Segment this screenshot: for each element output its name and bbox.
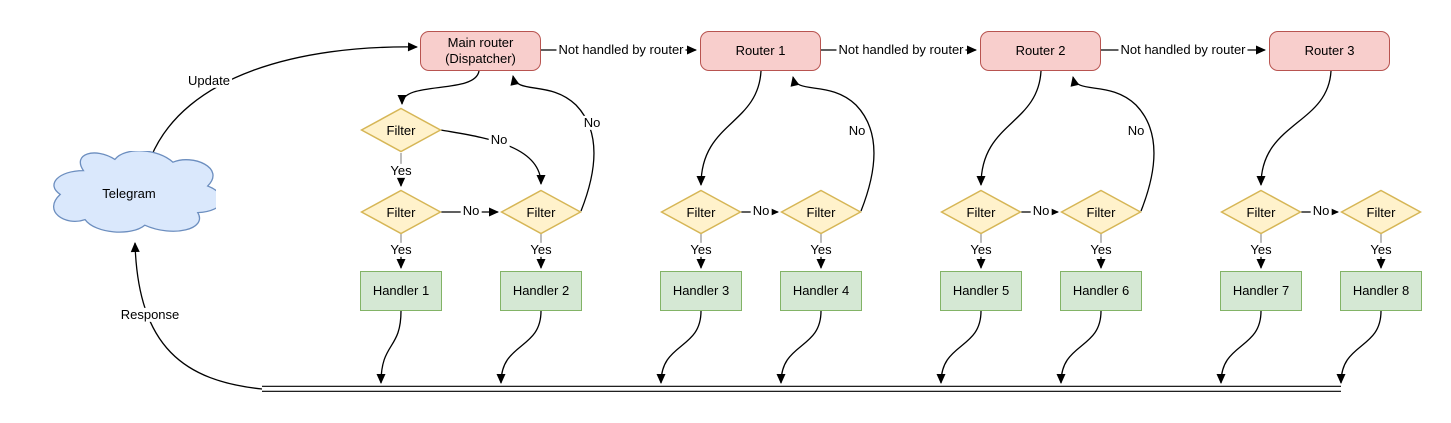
handler-8-box: Handler 8: [1340, 271, 1422, 311]
handler-4-box: Handler 4: [780, 271, 862, 311]
filter-diamond-8: Filter: [1340, 189, 1422, 235]
filter-diamond-4: Filter: [780, 189, 862, 235]
yes-label: Yes: [688, 241, 714, 258]
filter-diamond-6: Filter: [1060, 189, 1142, 235]
filter-label: Filter: [1086, 204, 1116, 220]
filter-label: Filter: [966, 204, 996, 220]
no-label: No: [460, 202, 482, 219]
router-3-label: Router 3: [1304, 42, 1355, 58]
handler-5-box: Handler 5: [940, 271, 1022, 311]
yes-label: Yes: [528, 241, 554, 258]
main-router-label: Main router (Dispatcher): [445, 34, 516, 66]
diamond-shape: [1060, 189, 1142, 235]
telegram-cloud: Telegram: [42, 151, 216, 235]
handler-3-label: Handler 3: [672, 282, 730, 298]
yes-label: Yes: [1088, 241, 1114, 258]
main-router-box: Main router (Dispatcher): [420, 31, 541, 71]
diamond-shape: [360, 189, 442, 235]
filter-diamond-2: Filter: [500, 189, 582, 235]
edge-router1-to-filter: [696, 70, 762, 186]
diamond-shape: [940, 189, 1022, 235]
router-1-box: Router 1: [700, 31, 821, 71]
no-label: No: [1030, 202, 1052, 219]
edge-handler8-to-bus: [1336, 310, 1382, 384]
not-handled-label: Not handled by router: [1118, 41, 1248, 58]
cloud-shape: [42, 151, 216, 235]
filter-label: Filter: [386, 204, 416, 220]
edge-handler4-to-bus: [776, 310, 822, 384]
yes-label: Yes: [388, 241, 414, 258]
handler-7-box: Handler 7: [1220, 271, 1302, 311]
filter-diamond-3: Filter: [660, 189, 742, 235]
handler-4-label: Handler 4: [792, 282, 850, 298]
filter-label: Filter: [1246, 204, 1276, 220]
diamond-shape: [500, 189, 582, 235]
handler-1-box: Handler 1: [360, 271, 442, 311]
update-label: Update: [186, 72, 232, 89]
handler-1-label: Handler 1: [372, 282, 430, 298]
handler-7-label: Handler 7: [1232, 282, 1290, 298]
router-3-box: Router 3: [1269, 31, 1390, 71]
no-label: No: [1125, 122, 1147, 139]
filter-label: Filter: [806, 204, 836, 220]
yes-label: Yes: [808, 241, 834, 258]
handler-8-label: Handler 8: [1352, 282, 1410, 298]
edge-update: [150, 42, 418, 158]
edge-dispatcher-to-filter: [397, 70, 480, 105]
edge-response: [130, 242, 263, 390]
filter-label: Filter: [686, 204, 716, 220]
handler-6-label: Handler 6: [1072, 282, 1130, 298]
filter-diamond-7: Filter: [1220, 189, 1302, 235]
telegram-cloud-label: Telegram: [102, 185, 156, 201]
edge-handler7-to-bus: [1216, 310, 1262, 384]
diamond-shape: [1220, 189, 1302, 235]
edge-handler3-to-bus: [656, 310, 702, 384]
diamond-shape: [1340, 189, 1422, 235]
handler-2-box: Handler 2: [500, 271, 582, 311]
no-label: No: [846, 122, 868, 139]
edge-handler2-to-bus: [496, 310, 542, 384]
edge-router3-to-filter: [1256, 70, 1332, 186]
not-handled-label: Not handled by router: [556, 41, 686, 58]
yes-label: Yes: [388, 162, 414, 179]
filter-label: Filter: [386, 122, 416, 138]
yes-label: Yes: [1248, 241, 1274, 258]
router-1-label: Router 1: [735, 42, 786, 58]
edge-return-router2: [1070, 76, 1155, 212]
edge-handler5-to-bus: [936, 310, 982, 384]
handler-6-box: Handler 6: [1060, 271, 1142, 311]
response-label: Response: [118, 306, 182, 323]
diamond-shape: [360, 107, 442, 153]
filter-diamond-1: Filter: [360, 189, 442, 235]
filter-label: Filter: [526, 204, 556, 220]
no-label: No: [750, 202, 772, 219]
edge-handler6-to-bus: [1056, 310, 1102, 384]
not-handled-label: Not handled by router: [836, 41, 966, 58]
no-label: No: [1310, 202, 1332, 219]
no-label: No: [581, 114, 603, 131]
filter-label: Filter: [1366, 204, 1396, 220]
diamond-shape: [780, 189, 862, 235]
router-2-box: Router 2: [980, 31, 1101, 71]
router-2-label: Router 2: [1015, 42, 1066, 58]
yes-label: Yes: [1368, 241, 1394, 258]
filter-diamond-5: Filter: [940, 189, 1022, 235]
handler-3-box: Handler 3: [660, 271, 742, 311]
filter-diamond-dispatcher-top: Filter: [360, 107, 442, 153]
diamond-shape: [660, 189, 742, 235]
edge-router2-to-filter: [976, 70, 1042, 186]
no-label: No: [488, 131, 510, 148]
edge-handler1-to-bus: [376, 310, 402, 384]
edge-return-router1: [790, 76, 875, 212]
edge-return-dispatcher: [510, 75, 595, 212]
handler-5-label: Handler 5: [952, 282, 1010, 298]
yes-label: Yes: [968, 241, 994, 258]
handler-2-label: Handler 2: [512, 282, 570, 298]
